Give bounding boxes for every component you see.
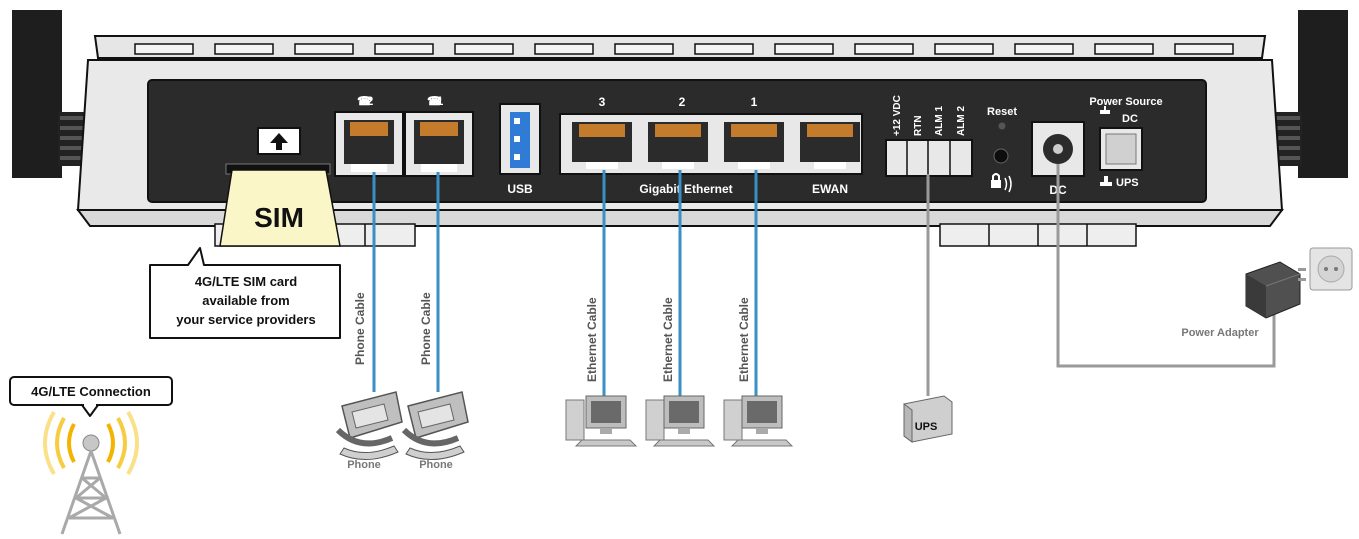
lan-3-number: 3	[599, 95, 606, 109]
terminal-12vdc-label: +12 VDC	[892, 95, 903, 136]
lan-port-2	[648, 122, 708, 169]
power-source-switch: Power Source DC UPS	[1089, 96, 1162, 189]
reset-label: Reset	[987, 106, 1017, 118]
computer-1-icon	[723, 395, 794, 447]
ethernet-ports: 3 2 1 Gigabit Ethernet EWAN	[559, 95, 863, 196]
reset-button: Reset	[987, 106, 1017, 193]
ups-device-icon: UPS	[903, 395, 953, 443]
eth-cable-1-label: Ethernet Cable	[737, 297, 751, 382]
eth-cable-2-label: Ethernet Cable	[661, 297, 675, 382]
sim-callout-line-1: 4G/LTE SIM card	[195, 274, 297, 289]
phone-port-2-number: 2	[367, 94, 374, 108]
usb-port: USB	[499, 103, 541, 196]
sim-callout-line-3: your service providers	[176, 312, 315, 327]
ups-label: UPS	[915, 421, 938, 433]
ewan-label: EWAN	[812, 182, 848, 196]
computer-2-icon	[645, 395, 716, 447]
dc-jack: DC	[1031, 121, 1085, 197]
terminal-alm1-label: ALM 1	[934, 106, 945, 136]
lan-2-number: 2	[679, 95, 686, 109]
phone-port-1-number: 1	[437, 94, 444, 108]
ps-dc-label: DC	[1122, 113, 1138, 125]
sim-label: SIM	[254, 202, 304, 233]
phone-right-icon: Phone	[401, 391, 469, 471]
lte-connection-callout: 4G/LTE Connection	[9, 376, 173, 417]
phone-port-1: 1 ☎	[404, 94, 474, 177]
phone-port-2: 2 ☎	[334, 94, 404, 177]
power-adapter-icon: Power Adapter	[1181, 261, 1306, 339]
lan-port-1	[724, 122, 784, 169]
power-source-label: Power Source	[1089, 96, 1162, 108]
terminal-alm2-label: ALM 2	[956, 106, 967, 136]
phone-cable-2-label: Phone Cable	[353, 292, 367, 365]
gigabit-ethernet-label: Gigabit Ethernet	[639, 182, 732, 196]
phone-right-label: Phone	[419, 459, 453, 471]
lte-connection-label: 4G/LTE Connection	[31, 384, 151, 399]
sim-callout: 4G/LTE SIM card available from your serv…	[149, 247, 341, 339]
phone-1-handset-icon: ☎	[427, 94, 442, 108]
power-adapter-label: Power Adapter	[1181, 327, 1259, 339]
ewan-port	[800, 122, 860, 169]
eth-cable-3-label: Ethernet Cable	[585, 297, 599, 382]
power-cable-line	[1056, 164, 1276, 368]
cell-tower-icon	[43, 410, 139, 535]
sim-slot	[225, 127, 331, 175]
phone-left-label: Phone	[347, 459, 381, 471]
terminal-rtn-label: RTN	[913, 115, 924, 136]
sim-callout-line-2: available from	[202, 293, 289, 308]
lan-port-3	[572, 122, 632, 169]
computer-3-icon	[565, 395, 638, 447]
terminal-block: +12 VDC RTN ALM 1 ALM 2	[885, 95, 973, 177]
phone-cable-1-label: Phone Cable	[419, 292, 433, 365]
sim-card: SIM	[219, 169, 341, 247]
phone-left-icon: Phone	[335, 391, 403, 471]
sim-eject-icon	[270, 133, 288, 150]
phone-2-handset-icon: ☎	[357, 94, 372, 108]
cable-labels: Phone Cable Phone Cable Ethernet Cable E…	[353, 292, 751, 382]
lan-1-number: 1	[751, 95, 758, 109]
cables	[372, 164, 1276, 400]
wall-socket-icon	[1309, 247, 1353, 291]
ps-ups-label: UPS	[1116, 177, 1139, 189]
lock-icon	[991, 180, 1001, 188]
usb-label: USB	[507, 182, 533, 196]
